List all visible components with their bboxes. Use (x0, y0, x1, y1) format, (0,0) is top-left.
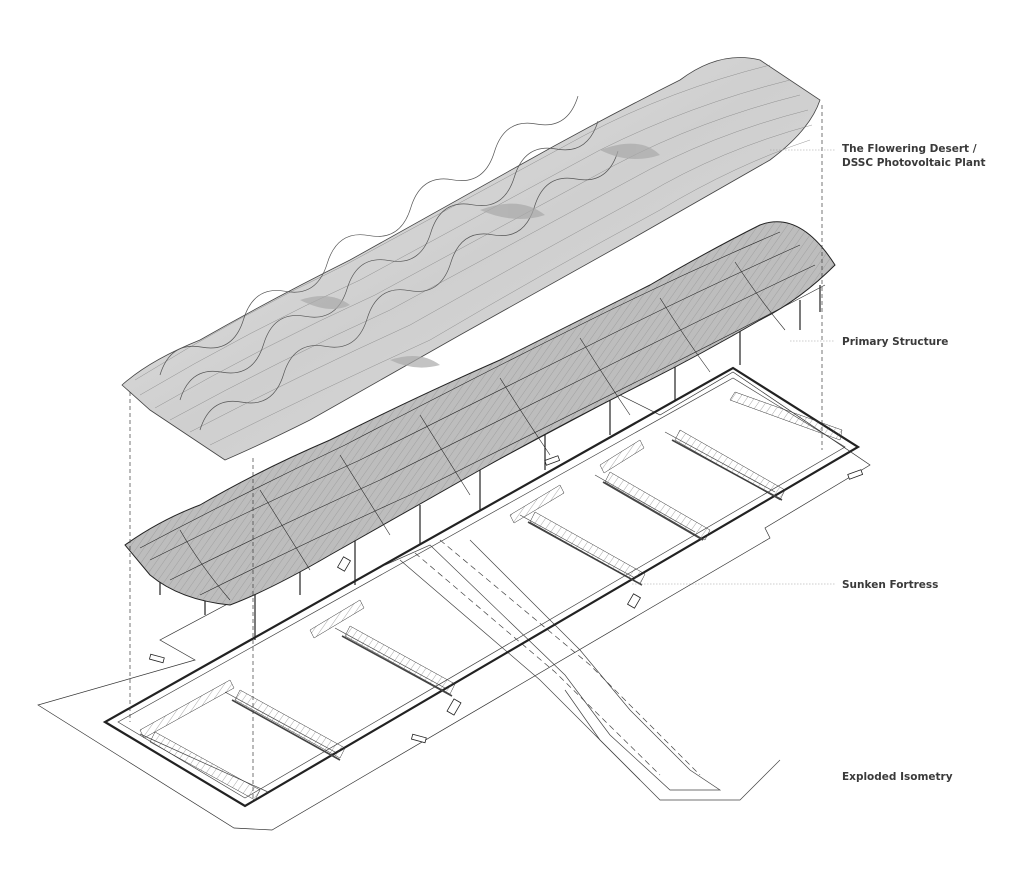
canopy-shadows (300, 143, 660, 368)
label-exploded-isometry: Exploded Isometry (842, 771, 953, 783)
label-canopy-line1: The Flowering Desert / (842, 143, 977, 155)
fortress-outer-wall (102, 366, 861, 808)
label-sunken-fortress: Sunken Fortress (842, 579, 938, 591)
road (384, 539, 722, 791)
labels: The Flowering Desert / DSSC Photovoltaic… (842, 143, 985, 783)
label-primary-structure: Primary Structure (842, 336, 948, 348)
label-canopy-line2: DSSC Photovoltaic Plant (842, 157, 985, 169)
primary-structure-layer (124, 221, 836, 640)
canopy-waves (159, 96, 619, 431)
canopy-contours (134, 64, 813, 446)
fortress-door-rows (139, 391, 843, 801)
canopy-layer (121, 57, 821, 461)
leader-lines (632, 149, 835, 585)
projection-lines (129, 105, 823, 800)
entrance-markers (148, 455, 864, 744)
sunken-fortress-layer (37, 366, 871, 831)
